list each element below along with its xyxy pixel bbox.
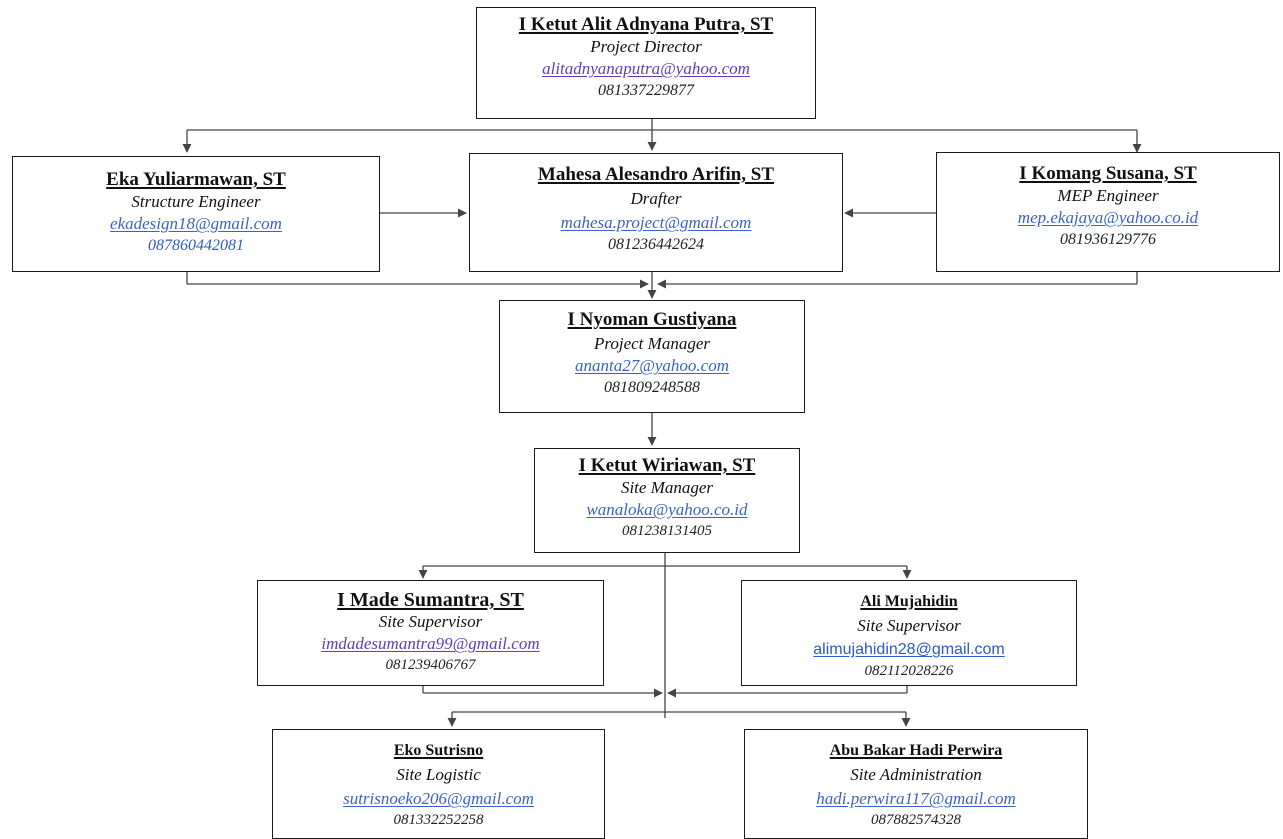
phone-number: 081236442624 bbox=[608, 236, 704, 253]
node-structure-engineer: Eka Yuliarmawan, ST Structure Engineer e… bbox=[12, 156, 380, 272]
node-role: MEP Engineer bbox=[1057, 186, 1159, 205]
phone-number: 081239406767 bbox=[385, 657, 476, 673]
node-site-supervisor-left: I Made Sumantra, ST Site Supervisor imda… bbox=[257, 580, 604, 686]
email-link[interactable]: mep.ekajaya@yahoo.co.id bbox=[1017, 208, 1199, 227]
node-role: Drafter bbox=[630, 189, 682, 208]
phone-number: 087860442081 bbox=[148, 237, 244, 254]
node-role: Site Supervisor bbox=[857, 616, 961, 635]
node-site-supervisor-right: Ali Mujahidin Site Supervisor alimujahid… bbox=[741, 580, 1077, 686]
node-role: Site Administration bbox=[850, 765, 982, 784]
node-name: I Ketut Alit Adnyana Putra, ST bbox=[518, 14, 774, 35]
node-name: Mahesa Alesandro Arifin, ST bbox=[537, 164, 775, 185]
node-role: Structure Engineer bbox=[131, 192, 261, 211]
phone-number: 082112028226 bbox=[864, 663, 954, 679]
node-role: Project Director bbox=[590, 37, 702, 56]
node-name: Ali Mujahidin bbox=[860, 593, 958, 610]
node-project-manager: I Nyoman Gustiyana Project Manager anant… bbox=[499, 300, 805, 413]
email-link[interactable]: hadi.perwira117@gmail.com bbox=[816, 789, 1016, 808]
email-link[interactable]: alitadnyanaputra@yahoo.com bbox=[542, 59, 750, 78]
node-name: I Ketut Wiriawan, ST bbox=[578, 455, 756, 476]
phone-number: 087882574328 bbox=[871, 812, 961, 828]
phone-number: 081337229877 bbox=[598, 82, 694, 99]
email-link[interactable]: ananta27@yahoo.com bbox=[575, 356, 729, 375]
email-link[interactable]: sutrisnoeko206@gmail.com bbox=[343, 789, 534, 808]
email-link[interactable]: ekadesign18@gmail.com bbox=[110, 214, 282, 233]
email-link[interactable]: wanaloka@yahoo.co.id bbox=[586, 500, 748, 519]
node-role: Site Supervisor bbox=[378, 612, 483, 631]
email-link[interactable]: imdadesumantra99@gmail.com bbox=[321, 634, 540, 653]
node-role: Site Manager bbox=[620, 478, 714, 497]
node-name: Abu Bakar Hadi Perwira bbox=[829, 742, 1003, 759]
node-name: Eka Yuliarmawan, ST bbox=[106, 169, 286, 190]
node-site-administration: Abu Bakar Hadi Perwira Site Administrati… bbox=[744, 729, 1088, 839]
phone-number: 081809248588 bbox=[604, 379, 700, 396]
phone-number: 081936129776 bbox=[1060, 231, 1156, 248]
phone-number: 081238131405 bbox=[622, 523, 712, 539]
node-mep-engineer: I Komang Susana, ST MEP Engineer mep.eka… bbox=[936, 152, 1280, 272]
node-role: Site Logistic bbox=[396, 765, 481, 784]
email-link[interactable]: alimujahidin28@gmail.com bbox=[813, 641, 1005, 658]
node-name: I Komang Susana, ST bbox=[1019, 163, 1197, 184]
node-drafter: Mahesa Alesandro Arifin, ST Drafter mahe… bbox=[469, 153, 843, 272]
node-name: I Made Sumantra, ST bbox=[337, 589, 524, 611]
phone-number: 081332252258 bbox=[393, 812, 484, 828]
node-site-logistic: Eko Sutrisno Site Logistic sutrisnoeko20… bbox=[272, 729, 605, 839]
node-name: I Nyoman Gustiyana bbox=[567, 309, 737, 330]
node-project-director: I Ketut Alit Adnyana Putra, ST Project D… bbox=[476, 7, 816, 119]
email-link[interactable]: mahesa.project@gmail.com bbox=[560, 213, 752, 232]
node-site-manager: I Ketut Wiriawan, ST Site Manager wanalo… bbox=[534, 448, 800, 553]
node-role: Project Manager bbox=[594, 334, 710, 353]
node-name: Eko Sutrisno bbox=[393, 742, 484, 759]
